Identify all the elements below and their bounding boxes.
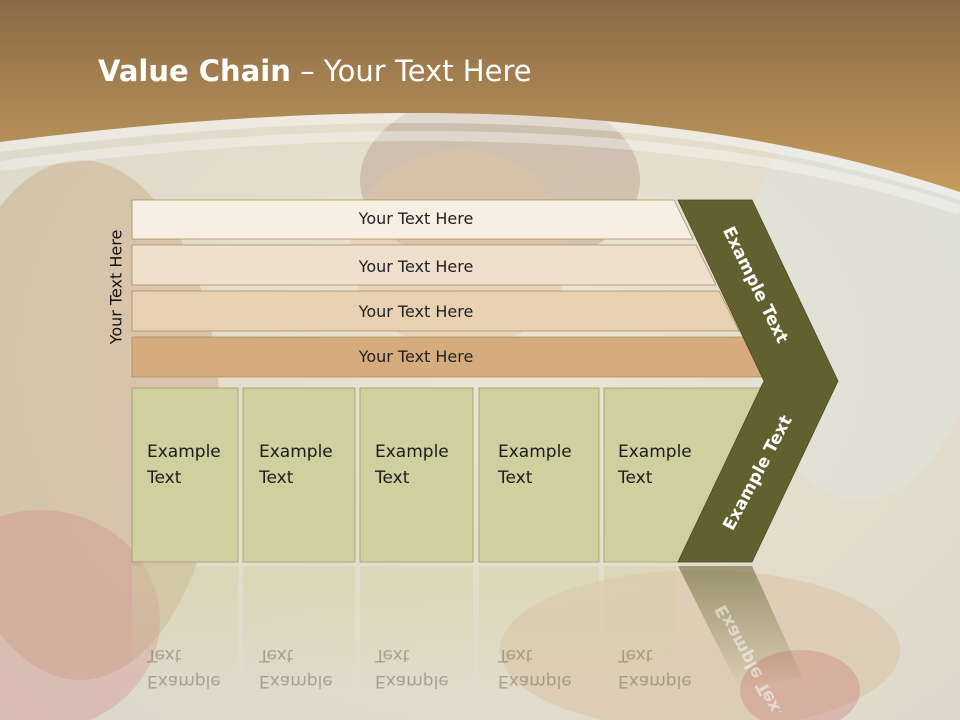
cell-text-line: Text (259, 468, 294, 488)
cell-text-line: Example (375, 442, 449, 462)
reflection-line: Text (147, 645, 182, 665)
cell-text-line: Text (375, 468, 410, 488)
title-bold: Value Chain (98, 54, 291, 88)
reflection-line: Example (147, 671, 221, 691)
title-rest: – Your Text Here (290, 54, 532, 88)
cell-1 (131, 387, 239, 563)
cell-text-line: Text (147, 468, 182, 488)
header-band (0, 0, 960, 192)
cell-4 (478, 387, 600, 563)
cell-text-line: Text (618, 468, 653, 488)
reflection-text: Example Text (498, 642, 572, 694)
value-chevron (677, 199, 839, 563)
cell-text-line: Example (498, 442, 572, 462)
reflection-line: Example (498, 671, 572, 691)
cell-text-line: Example (147, 442, 221, 462)
reflection-line: Example (259, 671, 333, 691)
row-label-3: Your Text Here (358, 302, 474, 321)
cell-text-line: Example (259, 442, 333, 462)
cell-3 (359, 387, 474, 563)
cell-text-line: Example (618, 442, 692, 462)
reflection-line: Text (375, 645, 410, 665)
cell-text-line: Text (498, 468, 533, 488)
reflection-text: Example Text (618, 642, 692, 694)
row-bar-3 (131, 290, 740, 332)
reflection-line: Text (259, 645, 294, 665)
reflection: Example Text Example Text Example Text Exam… (130, 562, 850, 712)
reflection-text: Example Text (259, 642, 333, 694)
row-label-2: Your Text Here (358, 257, 474, 276)
row-bar-1 (131, 199, 694, 240)
reflection-line: Example (618, 671, 692, 691)
reflection-text: Example Text (147, 642, 221, 694)
row-label-4: Your Text Here (358, 347, 474, 366)
slide-title: Value Chain – Your Text Here (98, 54, 532, 88)
reflection-line: Text (498, 645, 533, 665)
reflection-text: Example Text (375, 642, 449, 694)
side-label: Your Text Here (106, 229, 126, 345)
row-bar-2 (131, 244, 717, 286)
cell-2 (242, 387, 356, 563)
reflection-line: Text (618, 645, 653, 665)
row-label-1: Your Text Here (358, 209, 474, 228)
reflection-chevron-text: Example Text (711, 601, 789, 712)
reflection-line: Example (375, 671, 449, 691)
